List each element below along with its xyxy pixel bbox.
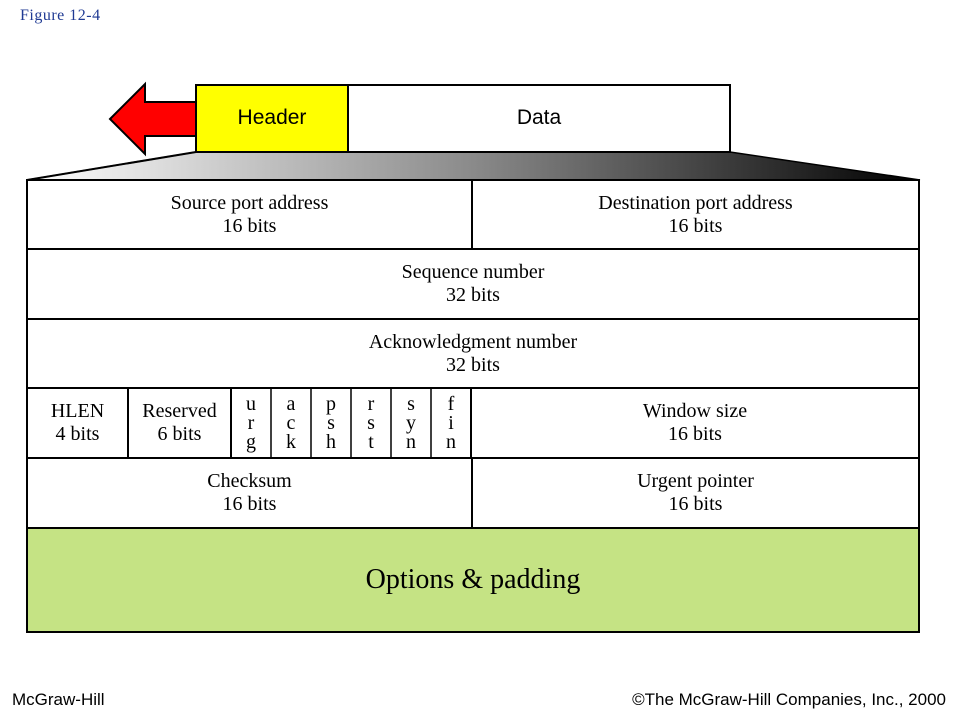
flag-letter: s: [407, 392, 415, 415]
checksum-name: Checksum: [207, 470, 292, 492]
window-size-name: Window size: [642, 400, 748, 422]
flag-letter: y: [406, 411, 416, 434]
source-port-name: Source port address: [170, 191, 329, 214]
direction-arrow-icon: [108, 81, 198, 157]
dest-port-bits: 16 bits: [668, 214, 723, 237]
flag-letter: f: [447, 392, 455, 415]
flag-rst: r s t: [351, 388, 391, 458]
options-padding-name: Options & padding: [365, 563, 581, 595]
options-box: [26, 527, 920, 633]
flag-letter: r: [367, 392, 375, 415]
sequence-field: Sequence number 32 bits: [27, 249, 919, 319]
header-box: [195, 84, 349, 153]
hlen-bits: 4 bits: [55, 423, 100, 445]
flag-letter: t: [368, 430, 374, 453]
flag-letter: s: [327, 411, 335, 434]
urgent-pointer-bits: 16 bits: [668, 493, 723, 515]
hlen-name: HLEN: [50, 400, 105, 422]
dest-port-name: Destination port address: [598, 191, 793, 214]
flag-urg: u r g: [231, 388, 271, 458]
header-label: Header: [237, 106, 307, 130]
figure-label: Figure 12-4: [20, 7, 101, 24]
data-box: [347, 84, 731, 153]
checksum-bits: 16 bits: [222, 493, 277, 515]
dest-port-field: Destination port address 16 bits: [472, 180, 919, 249]
footer-copyright: ©The McGraw-Hill Companies, Inc., 2000: [632, 690, 946, 709]
flag-letter: s: [367, 411, 375, 434]
flag-ack: a c k: [271, 388, 311, 458]
ack-number-field: Acknowledgment number 32 bits: [27, 319, 919, 388]
sequence-name: Sequence number: [401, 261, 545, 283]
urgent-pointer-name: Urgent pointer: [637, 470, 754, 492]
ack-number-name: Acknowledgment number: [368, 330, 578, 353]
zoom-wedge: [26, 151, 921, 181]
flag-letter: a: [286, 392, 296, 415]
flag-letter: n: [406, 430, 416, 453]
options-padding-field: Options & padding: [27, 528, 919, 632]
ack-number-bits: 32 bits: [446, 353, 500, 376]
window-size-field: Window size 16 bits: [471, 388, 919, 458]
reserved-bits: 6 bits: [157, 423, 202, 445]
flag-letter: u: [246, 392, 256, 415]
checksum-field: Checksum 16 bits: [27, 458, 472, 528]
flag-letter: p: [326, 392, 336, 415]
flag-letter: i: [448, 411, 454, 434]
urgent-pointer-field: Urgent pointer 16 bits: [472, 458, 919, 528]
footer-publisher: McGraw-Hill: [12, 690, 105, 709]
flag-psh: p s h: [311, 388, 351, 458]
data-label: Data: [516, 106, 562, 130]
source-port-bits: 16 bits: [222, 214, 277, 237]
window-size-bits: 16 bits: [668, 423, 722, 445]
flag-letter: c: [286, 411, 296, 434]
sequence-bits: 32 bits: [446, 284, 500, 306]
flag-letter: h: [326, 430, 336, 453]
reserved-field: Reserved 6 bits: [128, 388, 231, 458]
flag-letter: n: [446, 430, 456, 453]
zoom-line-left: [26, 151, 197, 181]
flag-syn: s y n: [391, 388, 431, 458]
reserved-name: Reserved: [142, 400, 217, 422]
hlen-field: HLEN 4 bits: [27, 388, 128, 458]
source-port-field: Source port address 16 bits: [27, 180, 472, 249]
flag-fin: f i n: [431, 388, 471, 458]
flag-letter: g: [246, 430, 256, 453]
flag-letter: r: [247, 411, 255, 434]
flag-letter: k: [286, 430, 296, 453]
